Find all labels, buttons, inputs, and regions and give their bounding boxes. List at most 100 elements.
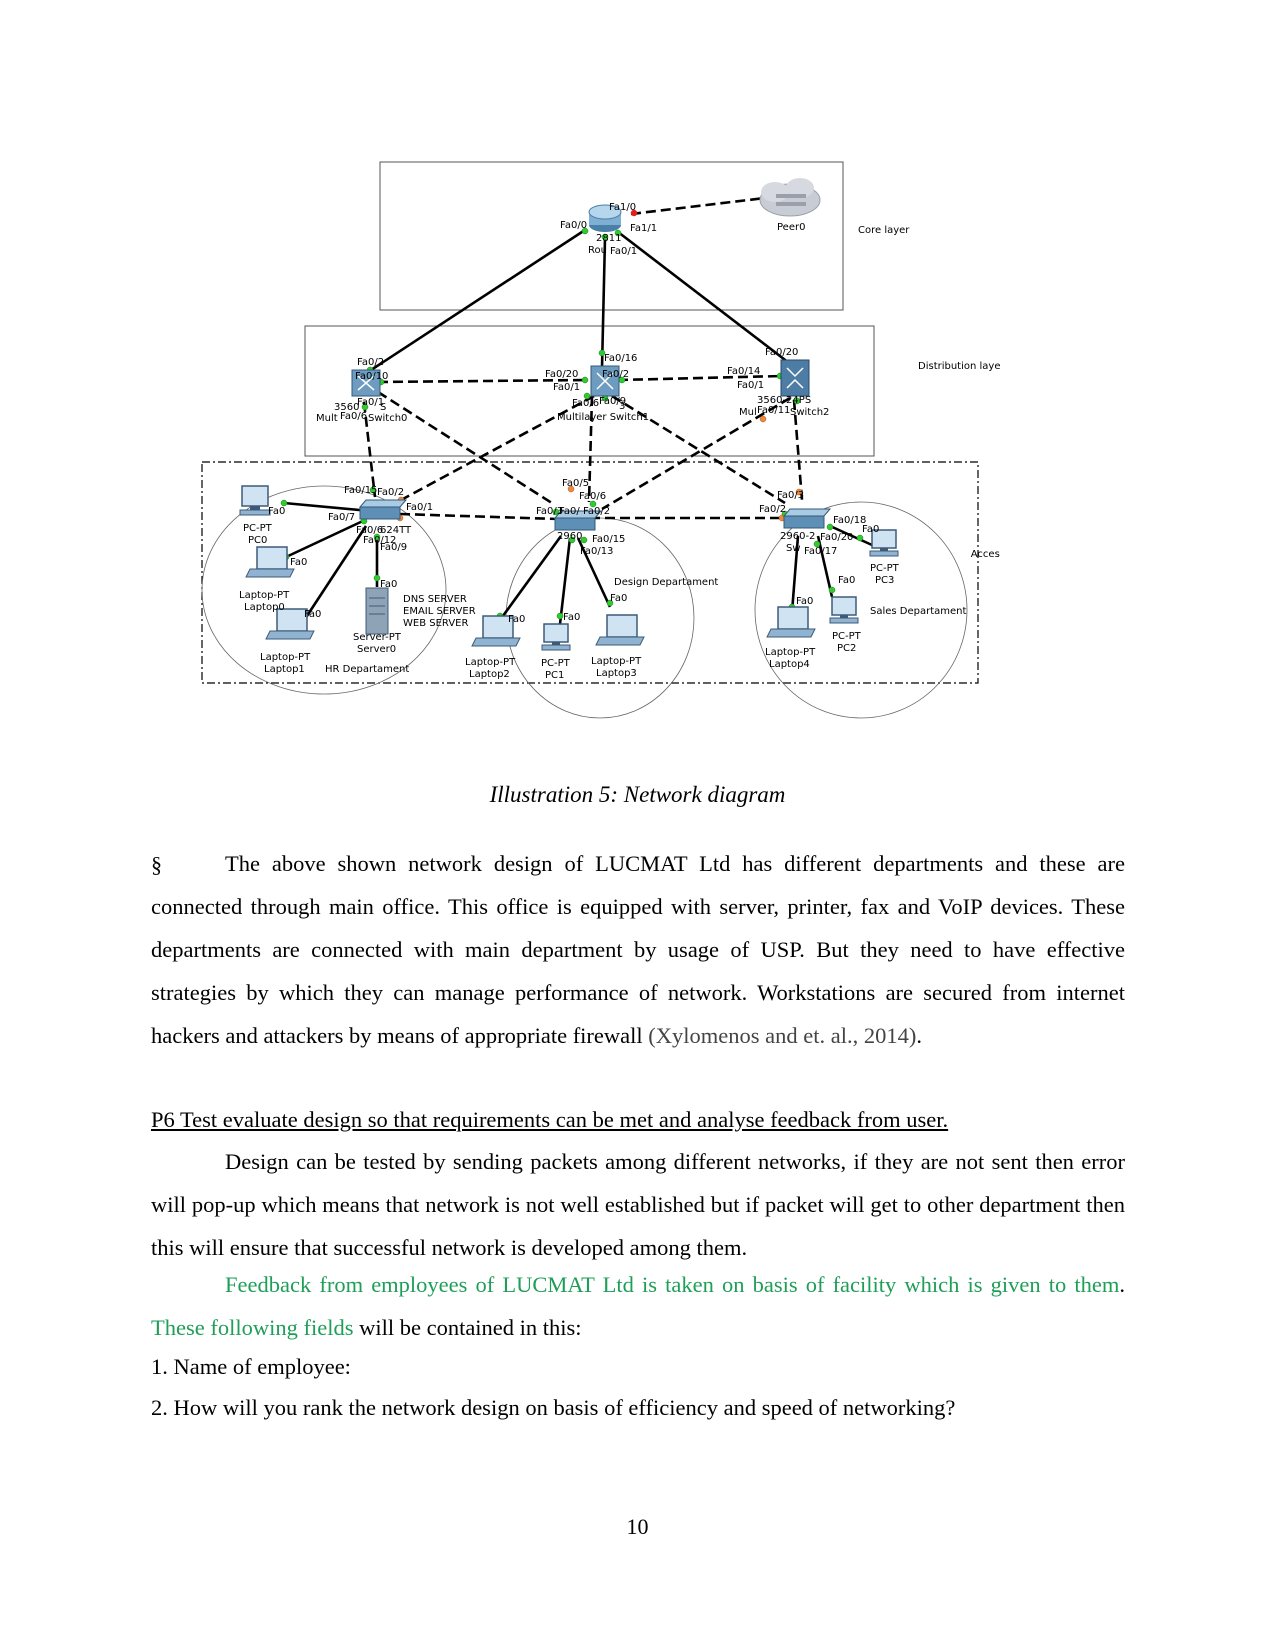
- server0-name-label: Server0: [357, 644, 396, 655]
- server-role-web: WEB SERVER: [403, 618, 468, 629]
- laptop0-icon: [245, 546, 295, 578]
- pc3-icon: [869, 529, 899, 557]
- cloud-icon: [759, 178, 821, 217]
- port-label: Fa0/1: [357, 397, 384, 408]
- pc3-name-label: PC3: [875, 575, 894, 586]
- port-label: Fa0/6: [572, 398, 599, 409]
- paragraph-testing: Design can be tested by sending packets …: [151, 1149, 1125, 1260]
- port-label: Fa0/6: [579, 491, 606, 502]
- port-label: Fa0/2: [602, 369, 629, 380]
- switch2-model-label: 3560-24PS: [757, 395, 811, 406]
- page-number: 10: [626, 1514, 649, 1539]
- port-label: Fa0/6: [340, 411, 367, 422]
- laptop1-icon: [265, 608, 315, 640]
- access-sales-model-label: 2960-2: [780, 531, 815, 542]
- port-label: Fa0/12: [363, 535, 396, 546]
- feedback-separator: .: [1119, 1272, 1125, 1297]
- server0-icon: [365, 587, 389, 635]
- multilayer-switch2-icon: [780, 359, 810, 397]
- list-item: 1. Name of employee:: [151, 1354, 351, 1379]
- port-label: Fa0/2: [357, 357, 384, 368]
- access-design-model-label: 2960: [557, 531, 582, 542]
- port-label: Fa0/0: [560, 220, 587, 231]
- pc1-name-label: PC1: [545, 670, 564, 681]
- laptop0-name-label: Laptop0: [244, 602, 285, 613]
- server0-type-label: Server-PT: [353, 632, 402, 643]
- port-label: Fa0/7: [328, 512, 355, 523]
- access-layer-label: Access lay: [971, 549, 1000, 560]
- port-label: Fa1/1: [630, 223, 657, 234]
- feedback-highlight: Feedback from employees of LUCMAT Ltd is…: [225, 1272, 1120, 1297]
- switch0-name-a-label: Mult: [316, 413, 338, 424]
- switch0-suffix-label: S: [380, 402, 386, 413]
- laptop3-name-label: Laptop3: [596, 668, 637, 679]
- pc2-icon: [829, 596, 859, 624]
- port-label: Fa0/15: [344, 485, 377, 496]
- core-layer-box: [379, 161, 844, 311]
- laptop1-name-label: Laptop1: [264, 664, 305, 675]
- port-label: Fa0/9: [380, 542, 407, 553]
- multilayer-switch0-icon: [351, 369, 381, 397]
- port-label: Fa0/15: [592, 534, 625, 545]
- port-label: Fa0: [508, 614, 525, 625]
- section-heading: P6 Test evaluate design so that requirem…: [151, 1107, 949, 1132]
- switch1-name-label: Multilayer Switch1: [557, 412, 649, 423]
- sales-department-circle: [754, 501, 968, 719]
- port-label: Fa0: [838, 575, 855, 586]
- access-switch-sales-icon: [782, 508, 832, 529]
- port-label: Fa0/6: [356, 525, 383, 536]
- paragraph-network-design-text: The above shown network design of LUCMAT…: [151, 851, 1125, 1048]
- switch2-name-a-label: Mul: [739, 407, 757, 418]
- laptop3-type-label: Laptop-PT: [591, 656, 642, 667]
- port-label: Fa0/17: [804, 546, 837, 557]
- paragraph-end-period: .: [916, 1023, 922, 1048]
- pc2-type-label: PC-PT: [832, 631, 862, 642]
- list-item: 2. How will you rank the network design …: [151, 1395, 956, 1420]
- port-label: Fa0/18: [833, 515, 866, 526]
- figure-caption: Illustration 5: Network diagram: [489, 782, 786, 807]
- sales-department-label: Sales Departament: [870, 606, 967, 617]
- port-label: Fa0: [380, 579, 397, 590]
- port-label: Fa0/5: [562, 478, 589, 489]
- port-label: Fa0/2: [377, 487, 404, 498]
- peer-label: Peer0: [777, 222, 805, 233]
- port-label: Fa0/1: [553, 382, 580, 393]
- pc2-name-label: PC2: [837, 643, 856, 654]
- port-label: Fa0/1: [610, 246, 637, 257]
- port-label: Fa0/: [559, 506, 580, 517]
- hr-department-circle: [201, 485, 447, 695]
- switch0-model-label: 3560: [334, 402, 359, 413]
- citation: (Xylomenos and et. al., 2014): [648, 1023, 917, 1048]
- network-diagram: Core layer Distribution layer Access lay…: [200, 160, 1000, 740]
- laptop3-icon: [595, 614, 645, 646]
- laptop1-type-label: Laptop-PT: [260, 652, 311, 663]
- feedback-rest: will be contained in this:: [353, 1315, 582, 1340]
- port-label: Fa0/2: [759, 504, 786, 515]
- router-icon: [588, 204, 622, 232]
- laptop4-type-label: Laptop-PT: [765, 647, 816, 658]
- pc1-icon: [541, 623, 571, 651]
- port-label: Fa0/14: [727, 366, 760, 377]
- paragraph-feedback: Feedback from employees of LUCMAT Ltd is…: [151, 1263, 1125, 1349]
- port-label: Fa0/3: [777, 490, 804, 501]
- port-label: Fa0/10: [355, 371, 388, 382]
- switch2-name-b-label: Switch2: [790, 407, 829, 418]
- port-label: Fa0: [304, 609, 321, 620]
- port-label: Fa0/9: [599, 396, 626, 407]
- laptop4-icon: [766, 606, 816, 638]
- pc0-icon: [239, 485, 271, 516]
- pc0-name-label: PC0: [248, 535, 267, 546]
- port-label: Fa0: [610, 593, 627, 604]
- laptop2-name-label: Laptop2: [469, 669, 510, 680]
- section-mark: §: [151, 852, 162, 877]
- fields-highlight: These following fields: [151, 1315, 354, 1340]
- router-name-label: Rou: [588, 245, 607, 256]
- port-label: Fa0/2: [583, 506, 610, 517]
- switch0-name-b-label: Switch0: [368, 413, 407, 424]
- port-label: Fa0/1: [737, 380, 764, 391]
- laptop4-name-label: Laptop4: [769, 659, 810, 670]
- port-label: Fa0: [862, 524, 879, 535]
- access-hr-model-label: 624TT: [380, 525, 412, 536]
- paragraph-network-design: The above shown network design of LUCMAT…: [151, 842, 1125, 1057]
- switch1-model-label: 3: [619, 401, 625, 412]
